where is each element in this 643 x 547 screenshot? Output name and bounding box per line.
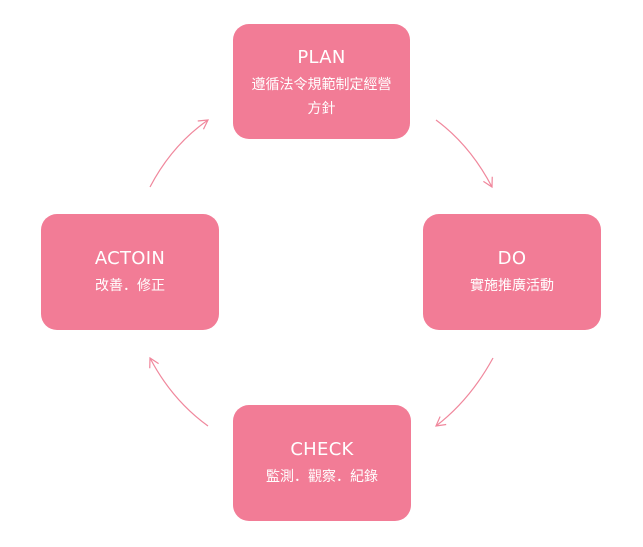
act-description: 改善．修正 [95, 277, 165, 294]
act-title: ACTOIN [94, 247, 166, 269]
check-description: 監測．觀察．紀錄 [266, 468, 378, 485]
plan-title: PLAN [297, 47, 346, 68]
arrow-plan-to-do [435, 119, 493, 189]
do-description: 實施推廣活動 [470, 277, 554, 294]
do-box: DO 實施推廣活動 [423, 214, 601, 330]
do-title: DO [497, 247, 527, 269]
act-box: ACTOIN 改善．修正 [41, 214, 219, 330]
plan-description: 遵循法令規範制定經營方針 [251, 77, 392, 117]
plan-box: PLAN 遵循法令規範制定經營方針 [233, 24, 410, 139]
arrow-act-to-plan [149, 119, 210, 188]
arrow-do-to-check [435, 357, 494, 427]
arrow-check-to-act [149, 356, 209, 427]
check-title: CHECK [290, 438, 354, 460]
check-box: CHECK 監測．觀察．紀錄 [233, 405, 411, 521]
